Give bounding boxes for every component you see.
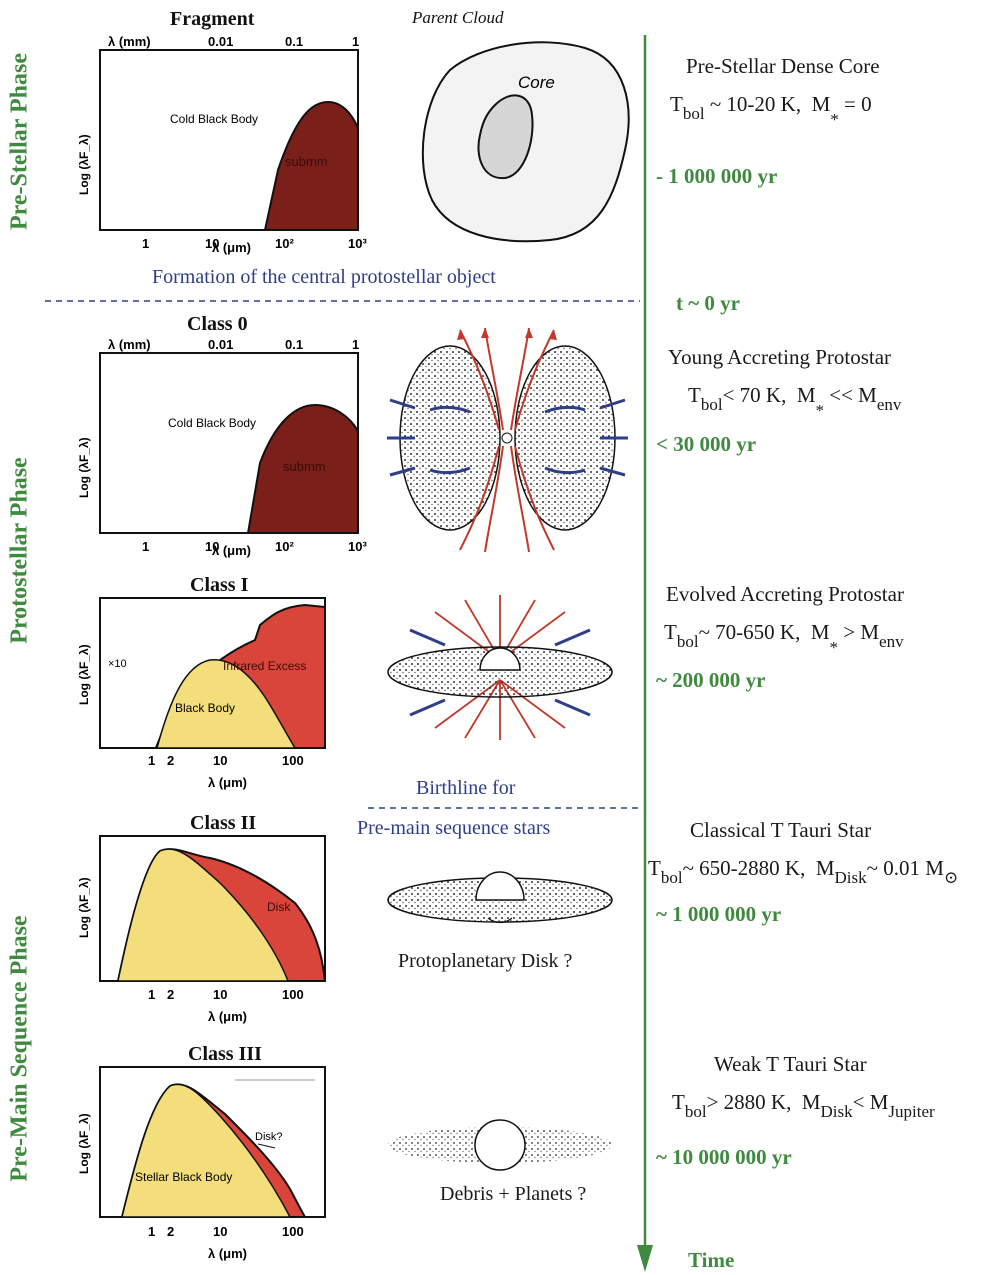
bottom-tick: 10³	[348, 236, 367, 251]
svg-text:2: 2	[167, 1224, 174, 1239]
svg-text:λ (μm): λ (μm)	[212, 543, 251, 558]
class3-sed-plot: Disk? Stellar Black Body 1 2 10 100 λ (μ…	[60, 1064, 340, 1264]
stage-params: Tbol< 70 K, M* << Menv	[688, 383, 901, 421]
stage-params: Tbol> 2880 K, MDisk< MJupiter	[672, 1090, 935, 1122]
class2-title: Class II	[190, 812, 256, 835]
svg-text:10²: 10²	[275, 539, 294, 554]
stage-params: Tbol~ 70-650 K, M* > Menv	[664, 620, 904, 658]
label-fill: submm	[285, 154, 328, 169]
core-label: Core	[518, 73, 555, 92]
birthline-label-2: Pre-main sequence stars	[357, 817, 550, 840]
svg-text:1: 1	[148, 987, 155, 1002]
class3-title: Class III	[188, 1043, 262, 1066]
svg-text:λ (μm): λ (μm)	[208, 775, 247, 790]
stage-params: Tbol~ 650-2880 K, MDisk~ 0.01 M⊙	[648, 856, 958, 888]
x-axis-label: λ (μm)	[212, 240, 251, 255]
svg-text:0.1: 0.1	[285, 337, 303, 352]
birthline-label-1: Birthline for	[416, 777, 515, 800]
stage-name: Young Accreting Protostar	[668, 345, 891, 370]
class2-sketch	[380, 850, 620, 940]
svg-text:Black Body: Black Body	[175, 701, 235, 715]
svg-text:1: 1	[148, 1224, 155, 1239]
fragment-title: Fragment	[170, 8, 254, 31]
stage-name: Pre-Stellar Dense Core	[686, 54, 880, 79]
time-axis-label: Time	[688, 1248, 734, 1273]
class1-sed-plot: Infrared Excess Black Body ×10 1 2 10 10…	[60, 595, 340, 795]
svg-text:10: 10	[213, 1224, 227, 1239]
svg-text:10³: 10³	[348, 539, 367, 554]
svg-text:Log (λF_λ): Log (λF_λ)	[77, 1113, 91, 1174]
formation-label: Formation of the central protostellar ob…	[152, 266, 496, 289]
parent-cloud-label: Parent Cloud	[412, 8, 503, 28]
svg-text:λ (μm): λ (μm)	[208, 1009, 247, 1024]
class0-sed-plot: λ (mm) 0.01 0.1 1 Cold Black Body submm …	[60, 333, 380, 558]
svg-text:Log (λF_λ): Log (λF_λ)	[77, 877, 91, 938]
bottom-tick: 1	[142, 236, 149, 251]
time-axis-arrowhead	[637, 1245, 653, 1272]
svg-text:submm: submm	[283, 459, 326, 474]
svg-text:λ (mm): λ (mm)	[108, 337, 151, 352]
svg-text:1: 1	[352, 337, 359, 352]
svg-text:Cold Black Body: Cold Black Body	[168, 416, 256, 430]
svg-text:Disk?: Disk?	[255, 1131, 283, 1143]
svg-text:10: 10	[213, 987, 227, 1002]
debris-label: Debris + Planets ?	[440, 1183, 586, 1206]
top-axis-label: λ (mm)	[108, 34, 151, 49]
svg-text:2: 2	[167, 753, 174, 768]
svg-text:10: 10	[213, 753, 227, 768]
class1-sketch	[380, 590, 620, 750]
svg-text:100: 100	[282, 1224, 304, 1239]
protoplanetary-label: Protoplanetary Disk ?	[398, 950, 572, 973]
y-axis-label: Log (λF_λ)	[77, 134, 91, 195]
stage-time: - 1 000 000 yr	[656, 164, 777, 189]
stage-time: < 30 000 yr	[656, 432, 756, 457]
stage-time: ~ 10 000 000 yr	[656, 1145, 792, 1170]
svg-text:Log (λF_λ): Log (λF_λ)	[77, 437, 91, 498]
svg-text:Infrared Excess: Infrared Excess	[223, 659, 306, 673]
class3-sketch	[380, 1105, 620, 1185]
stage-time: ~ 1 000 000 yr	[656, 902, 781, 927]
stage-name: Classical T Tauri Star	[690, 818, 871, 843]
parent-cloud-sketch: Core	[410, 30, 635, 250]
stage-name: Evolved Accreting Protostar	[666, 582, 904, 607]
svg-text:100: 100	[282, 987, 304, 1002]
svg-text:100: 100	[282, 753, 304, 768]
class0-sketch	[385, 320, 635, 560]
top-tick: 1	[352, 34, 359, 49]
top-tick: 0.1	[285, 34, 303, 49]
stage-time: ~ 200 000 yr	[656, 668, 766, 693]
svg-text:Log (λF_λ): Log (λF_λ)	[77, 644, 91, 705]
svg-text:Disk: Disk	[267, 900, 291, 914]
svg-text:2: 2	[167, 987, 174, 1002]
label-body: Cold Black Body	[170, 112, 258, 126]
t0-label: t ~ 0 yr	[676, 291, 740, 316]
svg-text:Stellar Black Body: Stellar Black Body	[135, 1170, 232, 1184]
svg-text:1: 1	[148, 753, 155, 768]
svg-text:×10: ×10	[108, 658, 127, 670]
svg-text:1: 1	[142, 539, 149, 554]
top-tick: 0.01	[208, 34, 233, 49]
fragment-sed-plot: λ (mm) 0.01 0.1 1 Cold Black Body submm …	[60, 30, 380, 255]
svg-text:λ (μm): λ (μm)	[208, 1246, 247, 1261]
class2-sed-plot: Disk 1 2 10 100 λ (μm) Log (λF_λ)	[60, 833, 340, 1033]
stage-name: Weak T Tauri Star	[714, 1052, 867, 1077]
stage-params: Tbol ~ 10-20 K, M* = 0	[670, 92, 872, 130]
svg-text:0.01: 0.01	[208, 337, 233, 352]
class1-title: Class I	[190, 574, 248, 597]
bottom-tick: 10²	[275, 236, 294, 251]
